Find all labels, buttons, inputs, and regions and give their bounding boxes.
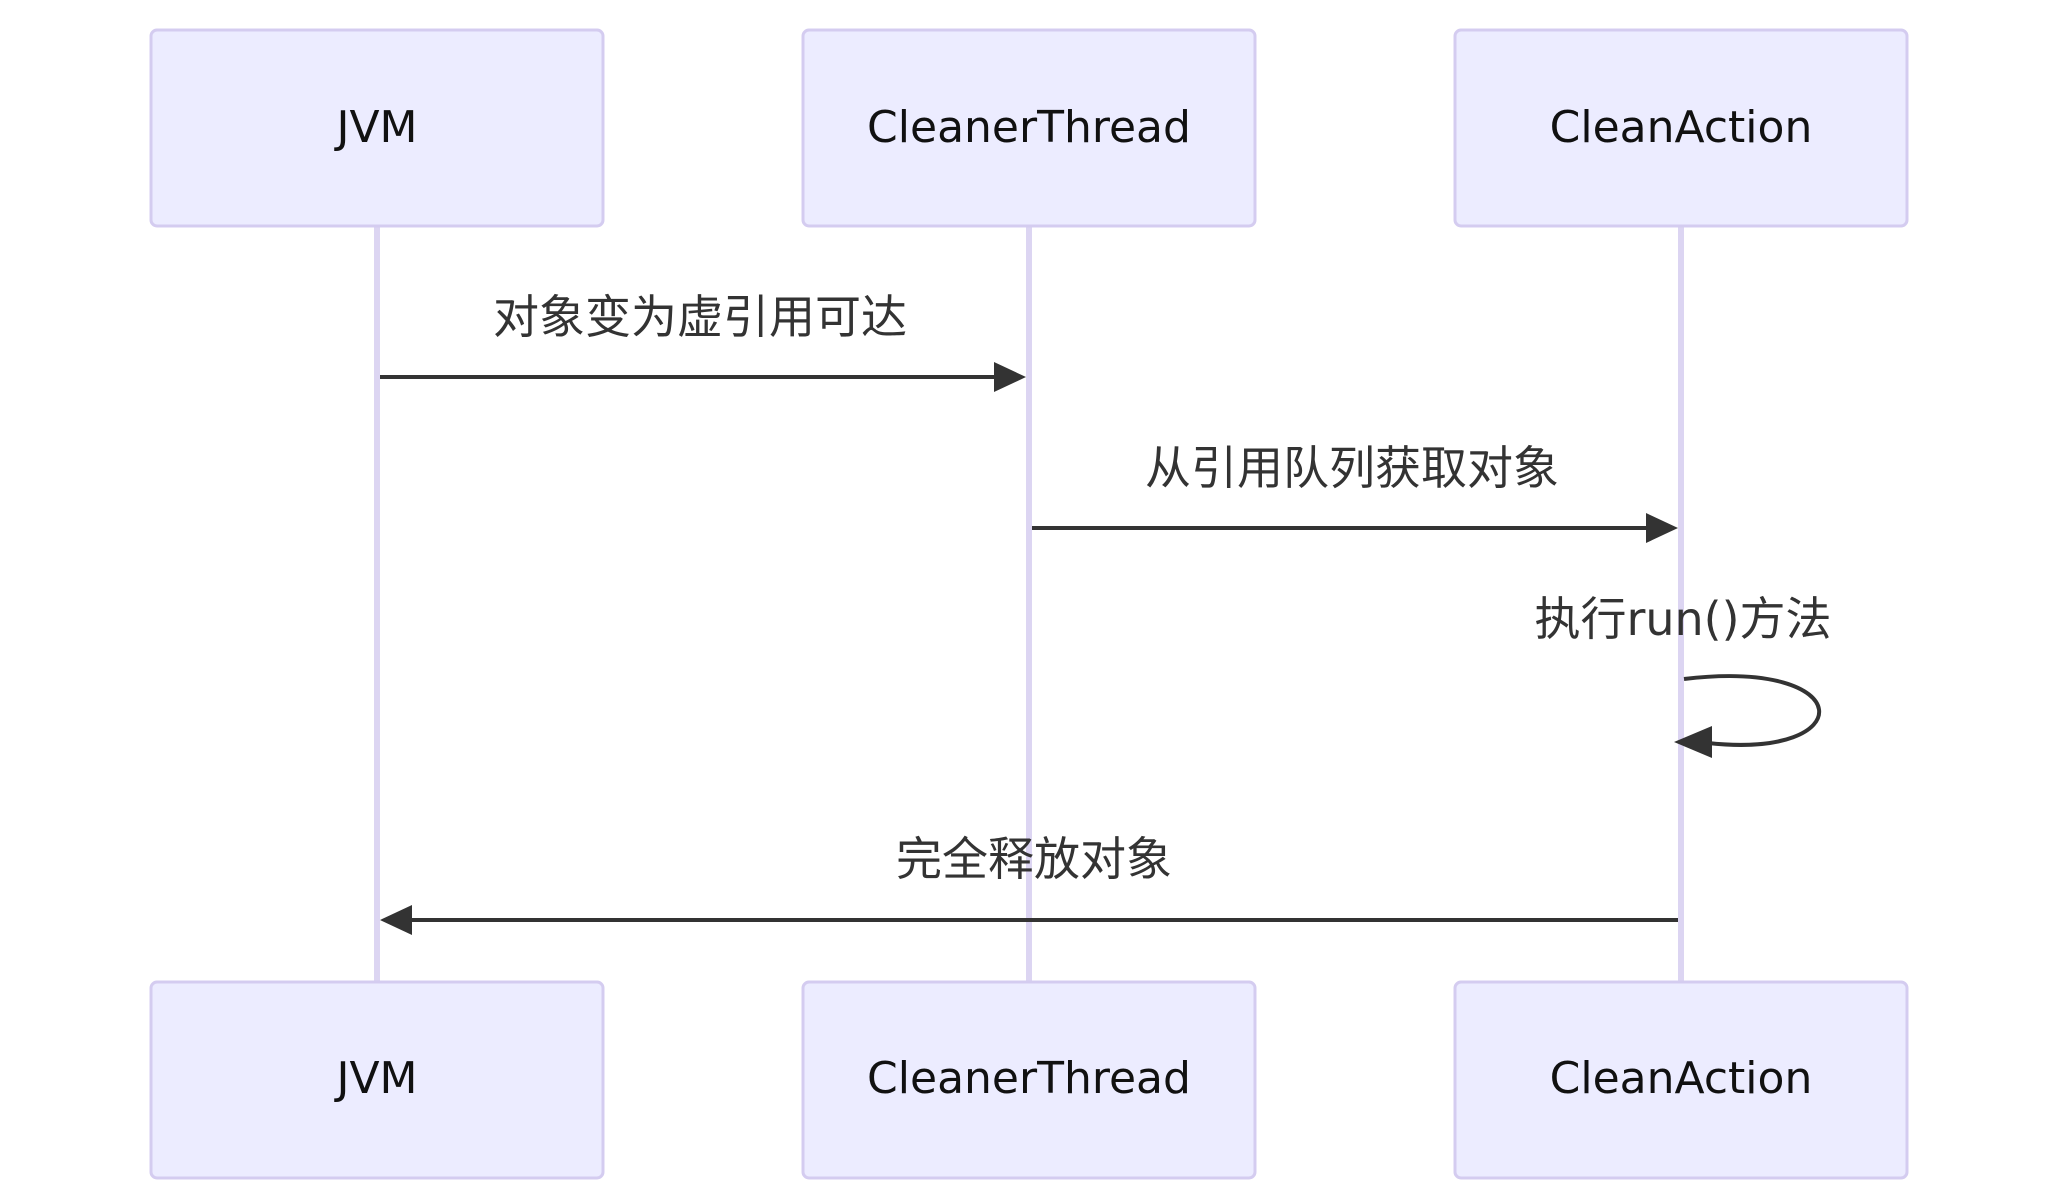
actor-cleanaction-top: CleanAction <box>1453 28 1909 228</box>
message-label: 对象变为虚引用可达 <box>493 290 907 344</box>
actor-label: CleanerThread <box>867 102 1191 153</box>
arrowhead-left <box>380 905 412 935</box>
actor-label: JVM <box>333 1053 417 1104</box>
arrowhead-right <box>994 362 1026 392</box>
actor-label: JVM <box>333 102 417 153</box>
actor-cleanerthread-top: CleanerThread <box>801 28 1257 228</box>
actor-jvm-top: JVM <box>149 28 605 228</box>
actor-cleanerthread-bottom: CleanerThread <box>801 980 1257 1180</box>
arrowhead-left <box>1674 726 1712 758</box>
message-3-self: 执行run()方法 <box>1534 592 1832 758</box>
message-label: 完全释放对象 <box>896 832 1172 886</box>
message-label: 执行run()方法 <box>1534 592 1831 646</box>
message-4: 完全释放对象 <box>380 832 1678 935</box>
actor-jvm-bottom: JVM <box>149 980 605 1180</box>
message-1: 对象变为虚引用可达 <box>380 290 1026 392</box>
message-2: 从引用队列获取对象 <box>1032 441 1678 543</box>
actor-label: CleanAction <box>1550 102 1813 153</box>
arrowhead-right <box>1646 513 1678 543</box>
actor-label: CleanerThread <box>867 1053 1191 1104</box>
message-label: 从引用队列获取对象 <box>1145 441 1559 495</box>
actor-label: CleanAction <box>1550 1053 1813 1104</box>
actor-cleanaction-bottom: CleanAction <box>1453 980 1909 1180</box>
